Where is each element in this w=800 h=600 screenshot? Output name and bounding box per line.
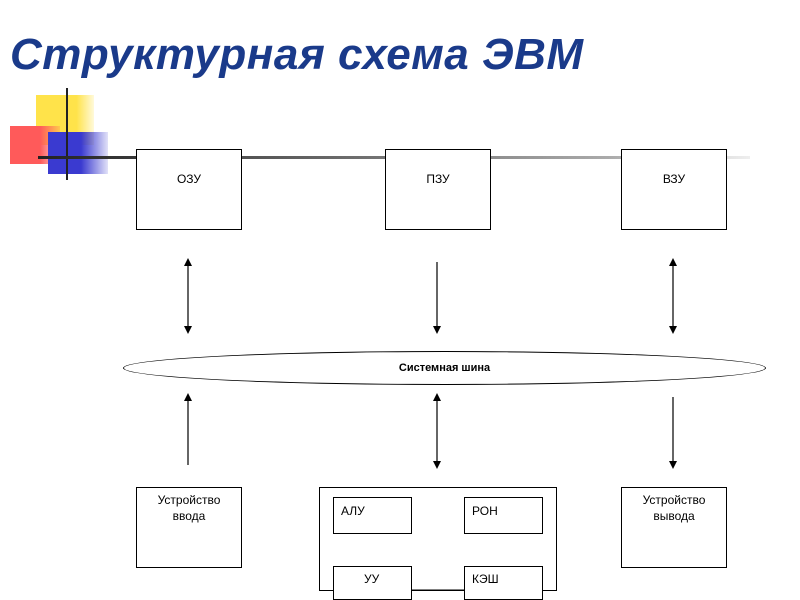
uu-label: УУ — [364, 572, 380, 586]
alu-block: АЛУ — [333, 497, 412, 534]
ozu-block: ОЗУ — [136, 149, 242, 230]
kesh-label: КЭШ — [472, 572, 499, 586]
ron-block: РОН — [464, 497, 543, 534]
system-bus-label: Системная шина — [398, 362, 491, 374]
pzu-block: ПЗУ — [385, 149, 491, 230]
input-device-label: Устройство ввода — [157, 493, 221, 523]
system-bus: Системная шина — [123, 351, 766, 385]
kesh-block: КЭШ — [464, 566, 543, 600]
input-device-block: Устройство ввода — [136, 487, 242, 568]
vzu-block: ВЗУ — [621, 149, 727, 230]
alu-label: АЛУ — [341, 504, 365, 518]
vzu-label: ВЗУ — [662, 172, 686, 186]
ozu-label: ОЗУ — [176, 172, 202, 186]
pzu-label: ПЗУ — [426, 172, 450, 186]
decorative-blue-square — [48, 132, 108, 174]
decorative-vertical-line — [66, 88, 68, 180]
slide-title: Структурная схема ЭВМ — [10, 30, 584, 79]
output-device-block: Устройство вывода — [621, 487, 727, 568]
ron-label: РОН — [472, 504, 498, 518]
output-device-label: Устройство вывода — [642, 493, 706, 523]
